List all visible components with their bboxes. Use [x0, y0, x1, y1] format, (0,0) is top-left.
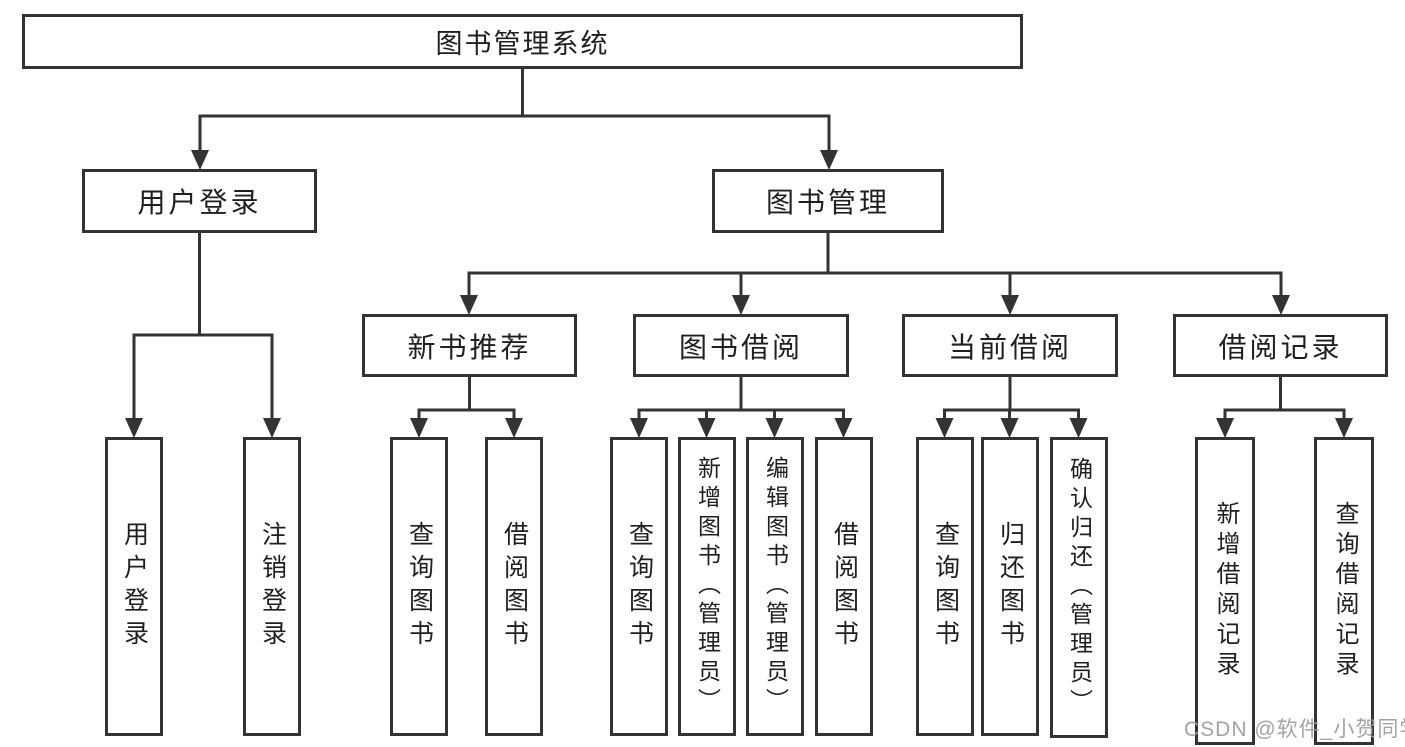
node-label: 图书管理系统	[435, 29, 610, 59]
node-book-management-system: 图书管理系统	[22, 14, 1023, 69]
node-label: 归还图书	[996, 520, 1025, 653]
node-user-login: 用户登录	[82, 169, 317, 233]
node-leaf-borrow-query-books: 查询图书	[610, 437, 668, 736]
node-leaf-logout: 注销登录	[243, 437, 301, 736]
arrowheads	[125, 150, 1353, 438]
node-label: 编辑图书（管理员）	[762, 456, 789, 717]
node-label: 借阅图书	[500, 520, 529, 653]
node-label: 借阅图书	[830, 520, 859, 653]
node-leaf-user-login: 用户登录	[105, 437, 163, 736]
node-leaf-current-return-books: 归还图书	[981, 437, 1039, 736]
node-label: 新书推荐	[407, 331, 532, 363]
node-current-borrow: 当前借阅	[902, 314, 1118, 377]
node-leaf-current-confirm-return: 确认归还（管理员）	[1050, 437, 1108, 738]
node-label: 查询图书	[931, 520, 960, 653]
node-leaf-borrow-edit-books: 编辑图书（管理员）	[746, 437, 804, 736]
node-leaf-borrow-add-books: 新增图书（管理员）	[678, 437, 736, 736]
node-leaf-records-add: 新增借阅记录	[1195, 437, 1255, 745]
node-book-management: 图书管理	[712, 169, 944, 233]
node-leaf-recommend-borrow-books: 借阅图书	[485, 437, 543, 736]
node-label: 查询借阅记录	[1331, 501, 1358, 681]
csdn-watermark: CSDN @软件_小贺同学	[1184, 718, 1405, 741]
node-leaf-recommend-query-books: 查询图书	[390, 437, 448, 736]
node-label: 用户登录	[120, 520, 149, 653]
node-borrow-records: 借阅记录	[1173, 314, 1388, 377]
node-label: 新增图书（管理员）	[694, 456, 721, 717]
node-label: 当前借阅	[947, 331, 1072, 363]
node-leaf-current-query-books: 查询图书	[916, 437, 974, 736]
node-label: 查询图书	[405, 520, 434, 653]
node-leaf-records-query: 查询借阅记录	[1314, 437, 1374, 745]
node-label: 查询图书	[625, 520, 654, 653]
node-book-borrow: 图书借阅	[633, 314, 849, 377]
node-label: 注销登录	[258, 520, 287, 653]
node-label: 新增借阅记录	[1212, 501, 1239, 681]
node-label: 图书管理	[765, 187, 890, 218]
node-new-book-recommend: 新书推荐	[362, 314, 577, 377]
node-label: 用户登录	[137, 187, 262, 218]
node-label: 确认归还（管理员）	[1066, 457, 1093, 718]
node-leaf-borrow-borrow-books: 借阅图书	[815, 437, 873, 736]
node-label: 图书借阅	[678, 331, 803, 363]
node-label: 借阅记录	[1218, 331, 1343, 363]
